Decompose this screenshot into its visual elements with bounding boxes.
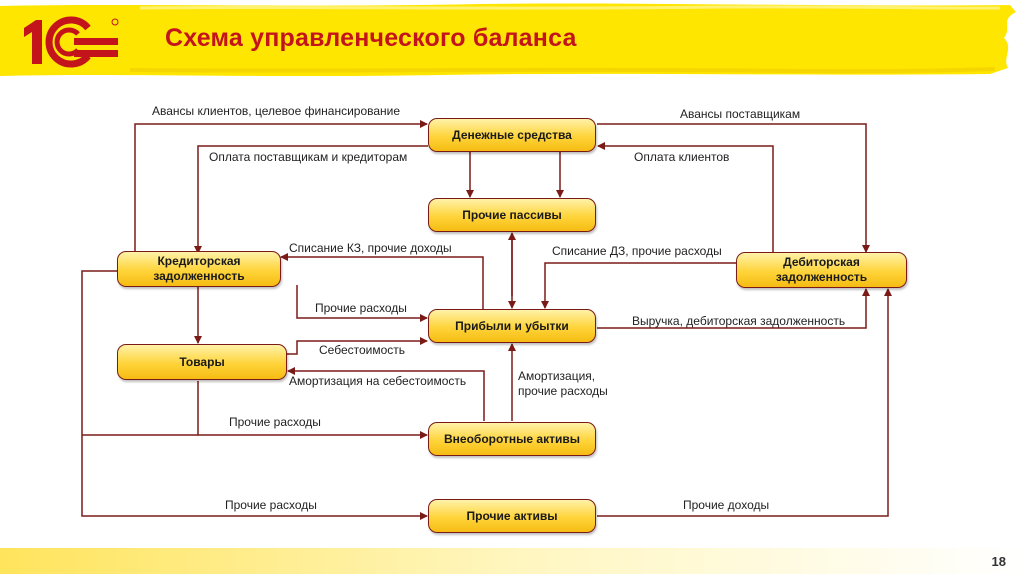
label-writeoff-dz: Списание ДЗ, прочие расходы <box>552 244 722 258</box>
label-advances-to-suppliers: Авансы поставщикам <box>680 107 801 121</box>
label-revenue: Выручка, дебиторская задолженность <box>632 314 846 328</box>
node-receivables: Дебиторская задолженность <box>736 252 907 288</box>
node-other-liabilities: Прочие пассивы <box>428 198 596 232</box>
footer-strip <box>0 548 1024 574</box>
label-payment-to-suppliers: Оплата поставщикам и кредиторам <box>209 150 408 164</box>
node-other-assets: Прочие активы <box>428 499 596 533</box>
logo-1c <box>24 16 119 68</box>
label-amort-other-2: прочие расходы <box>518 384 608 398</box>
label-writeoff-kz: Списание КЗ, прочие доходы <box>289 241 452 255</box>
label-other-expenses-assets: Прочие расходы <box>225 498 317 512</box>
header-banner <box>0 3 1016 76</box>
page-title: Схема управленческого баланса <box>165 24 577 52</box>
label-cost: Себестоимость <box>319 343 406 357</box>
node-payables: Кредиторская задолженность <box>117 251 281 287</box>
page-number: 18 <box>991 554 1006 569</box>
label-amort-other-1: Амортизация, <box>518 369 596 383</box>
node-profit-loss: Прибыли и убытки <box>428 309 596 343</box>
label-payment-from-clients: Оплата клиентов <box>634 150 730 164</box>
node-payables-label: Кредиторская задолженность <box>153 254 245 283</box>
node-goods: Товары <box>117 344 287 380</box>
node-receivables-label: Дебиторская задолженность <box>775 255 868 284</box>
label-other-expenses-fixed: Прочие расходы <box>229 415 321 429</box>
label-amort-cost: Амортизация на себестоимость <box>289 374 467 388</box>
label-other-income: Прочие доходы <box>683 498 770 512</box>
label-other-expenses-pl: Прочие расходы <box>315 301 407 315</box>
label-advances-from-clients: Авансы клиентов, целевое финансирование <box>152 104 401 118</box>
node-cash: Денежные средства <box>428 118 596 152</box>
node-fixed-assets: Внеоборотные активы <box>428 422 596 456</box>
